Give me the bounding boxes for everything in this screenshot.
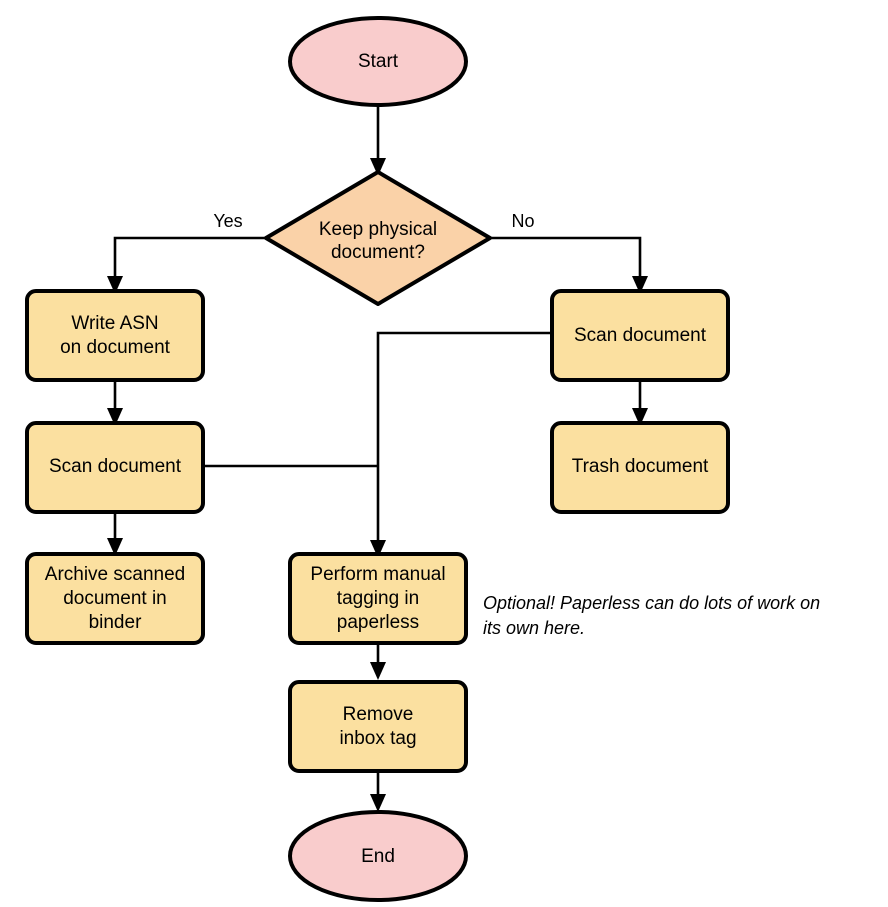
- remove-inbox-tag-label-line-1: Remove: [343, 704, 414, 725]
- edge-line: [113, 236, 265, 284]
- node-scan-document-left[interactable]: Scan document: [25, 421, 205, 514]
- remove-inbox-tag-label-line-2: inbox tag: [339, 728, 416, 749]
- archive-label-line-2: document in: [63, 588, 167, 609]
- edge-scan-right-to-tagging: [370, 331, 552, 558]
- edge-tagging-to-remove-inbox: [370, 642, 386, 680]
- manual-tagging-label-line-1: Perform manual: [310, 564, 445, 585]
- annotation-optional-note: Optional! Paperless can do lots of work …: [483, 593, 820, 638]
- node-trash-document[interactable]: Trash document: [550, 421, 730, 514]
- end-label: End: [361, 846, 395, 867]
- arrowhead: [370, 540, 386, 558]
- optional-note-line-1: Optional! Paperless can do lots of work …: [483, 593, 820, 613]
- arrowhead: [107, 408, 123, 426]
- decision-diamond-shape[interactable]: [264, 170, 492, 306]
- edge-scan-left-to-archive: [107, 512, 123, 556]
- edge-remove-inbox-to-end: [370, 772, 386, 812]
- node-remove-inbox-tag[interactable]: Remove inbox tag: [288, 680, 468, 773]
- start-ellipse-shape[interactable]: [288, 16, 468, 107]
- arrowhead: [370, 158, 386, 176]
- arrowhead: [370, 662, 386, 680]
- node-keep-physical-document[interactable]: Keep physical document?: [264, 170, 492, 306]
- node-write-asn-on-document[interactable]: Write ASN on document: [25, 289, 205, 382]
- arrowhead: [632, 276, 648, 294]
- write-asn-label-line-1: Write ASN: [71, 313, 158, 334]
- node-scan-document-right[interactable]: Scan document: [550, 289, 730, 382]
- arrowhead: [632, 408, 648, 426]
- trash-document-label: Trash document: [572, 456, 709, 477]
- scan-document-left-label: Scan document: [49, 456, 182, 477]
- edge-asn-to-scan: [107, 380, 123, 426]
- manual-tagging-label-line-2: tagging in: [337, 588, 419, 609]
- node-start[interactable]: Start: [288, 16, 468, 107]
- manual-tagging-label-line-3: paperless: [337, 612, 419, 633]
- edge-start-to-decision: [370, 105, 386, 176]
- node-end[interactable]: End: [288, 810, 468, 902]
- decision-label-line-1: Keep physical: [319, 219, 437, 240]
- edge-decision-no: [490, 236, 648, 294]
- scan-document-left-box-shape[interactable]: [25, 421, 205, 514]
- manual-tagging-box-shape[interactable]: [288, 552, 468, 645]
- write-asn-box-shape[interactable]: [25, 289, 205, 382]
- scan-document-right-box-shape[interactable]: [550, 289, 730, 382]
- arrowhead: [107, 276, 123, 294]
- edge-label-no: No: [511, 211, 534, 231]
- arrowhead: [370, 794, 386, 812]
- trash-document-box-shape[interactable]: [550, 421, 730, 514]
- optional-note-line-2: its own here.: [483, 618, 585, 638]
- decision-label-line-2: document?: [331, 242, 425, 263]
- node-archive-scanned-document-in-binder[interactable]: Archive scanned document in binder: [25, 552, 205, 645]
- remove-inbox-tag-box-shape[interactable]: [288, 680, 468, 773]
- arrowhead: [107, 538, 123, 556]
- end-ellipse-shape[interactable]: [288, 810, 468, 902]
- start-label: Start: [358, 51, 399, 72]
- edge-decision-yes: [107, 236, 265, 294]
- node-perform-manual-tagging-in-paperless[interactable]: Perform manual tagging in paperless: [288, 552, 468, 645]
- write-asn-label-line-2: on document: [60, 337, 171, 358]
- edge-label-yes: Yes: [213, 211, 242, 231]
- archive-box-shape[interactable]: [25, 552, 205, 645]
- archive-label-line-1: Archive scanned: [45, 564, 185, 585]
- edge-line: [376, 331, 552, 548]
- edge-scan-right-to-trash: [632, 380, 648, 426]
- archive-label-line-3: binder: [89, 612, 142, 633]
- edge-line: [490, 236, 642, 284]
- connector-layer: [107, 105, 648, 812]
- scan-document-right-label: Scan document: [574, 325, 707, 346]
